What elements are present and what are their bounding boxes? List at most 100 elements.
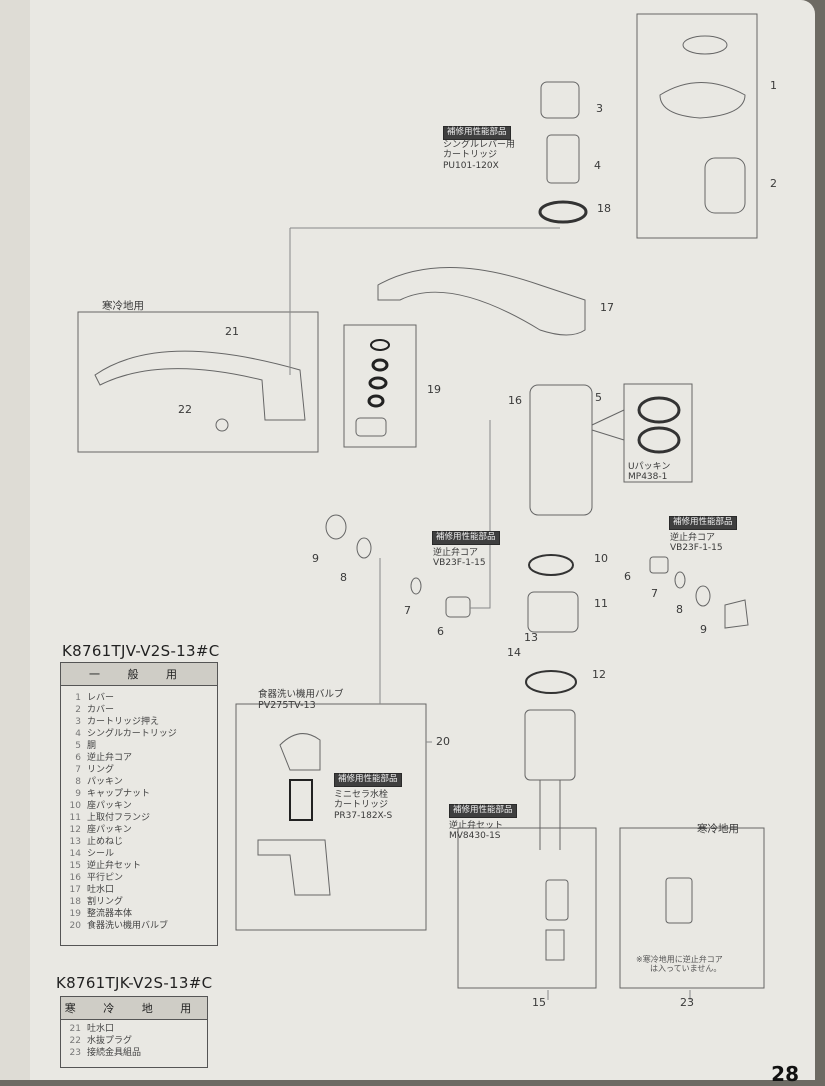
table-row: 2 カバー xyxy=(61,704,217,716)
callout: 10 xyxy=(594,552,608,565)
part-number: 3 xyxy=(75,717,81,727)
part-number: 8 xyxy=(75,777,81,787)
caption-line: シングルレバー用 xyxy=(443,140,516,150)
no-check-core-note: ※寒冷地用に逆止弁コア は入っていません。 xyxy=(636,955,723,973)
part-name: シール xyxy=(87,849,115,859)
caption-line: PU101-120X xyxy=(443,160,499,171)
repair-part-tag: 補修用性能部品 xyxy=(334,773,402,787)
callout: 16 xyxy=(508,394,522,407)
drain-plug-drawing xyxy=(215,418,229,432)
part-number: 2 xyxy=(75,705,81,715)
caption-line: は入っていません。 xyxy=(650,964,722,974)
u-packing-box xyxy=(623,383,693,483)
dishwasher-valve-box xyxy=(235,703,427,931)
u-packing-caption: Uパッキン MP438-1 xyxy=(628,462,670,483)
part-number: 1 xyxy=(75,693,81,703)
dishwasher-valve-caption: 食器洗い機用バルブ PV275TV-13 xyxy=(258,689,344,712)
check-core-left-caption: 逆止弁コア VB23F-1-15 xyxy=(433,548,486,569)
caption-line: VB23F-1-15 xyxy=(433,558,486,569)
callout: 8 xyxy=(340,571,347,584)
part-name: 吐水口 xyxy=(87,885,115,895)
part-number: 17 xyxy=(69,885,81,895)
callout: 7 xyxy=(404,604,411,617)
part-name: 逆止弁セット xyxy=(87,861,142,871)
callout: 1 xyxy=(770,79,777,92)
cartridge-press-drawing xyxy=(540,81,580,119)
model-code-jv: K8761TJV-V2S-13#C xyxy=(62,642,220,660)
caption-line: カートリッジ xyxy=(443,150,498,161)
part-name: 食器洗い機用バルブ xyxy=(87,921,169,931)
check-valve-set-caption: 逆止弁セット MV8430-1S xyxy=(449,821,503,842)
part-name: リング xyxy=(87,765,115,775)
cold-region-left-label: 寒冷地用 xyxy=(102,300,144,312)
caption-line: ※寒冷地用に逆止弁コア xyxy=(636,955,723,964)
caption-line: VB23F-1-15 xyxy=(670,543,723,554)
caption-line: ミニセラ水栓 xyxy=(334,790,389,800)
callout: 19 xyxy=(427,383,441,396)
part-name: 平行ピン xyxy=(87,873,124,883)
part-number: 20 xyxy=(69,921,81,931)
part-name: 座パッキン xyxy=(87,801,132,811)
callout: 21 xyxy=(225,325,239,338)
part-number: 18 xyxy=(69,897,81,907)
model-code-jk: K8761TJK-V2S-13#C xyxy=(56,974,213,992)
part-number: 10 xyxy=(69,801,81,811)
callout: 22 xyxy=(178,403,192,416)
table-row: 7 リング xyxy=(61,764,217,776)
cold-spout-drawing xyxy=(94,350,306,421)
callout: 7 xyxy=(651,587,658,600)
spout-drawing xyxy=(377,267,586,336)
callout: 6 xyxy=(437,625,444,638)
mini-cartridge-caption: ミニセラ水栓 カートリッジ PR37-182X-S xyxy=(334,790,392,821)
lever-cover-inset xyxy=(636,13,758,239)
table-row: 3 カートリッジ押え xyxy=(61,716,217,728)
callout: 9 xyxy=(312,552,319,565)
cartridge-drawing xyxy=(546,134,580,184)
part-name: パッキン xyxy=(87,777,123,787)
cold-region-joint-box xyxy=(619,827,765,989)
part-name: カバー xyxy=(87,705,115,715)
table-row: 8 パッキン xyxy=(61,776,217,788)
lever-drawing xyxy=(682,35,728,55)
part-number: 7 xyxy=(75,765,81,775)
part-name: 水抜プラグ xyxy=(87,1036,133,1046)
part-name: シングルカートリッジ xyxy=(87,729,177,739)
part-number: 11 xyxy=(69,813,81,823)
split-ring-drawing xyxy=(538,200,588,224)
callout: 20 xyxy=(436,735,450,748)
part-name: 接続金具組品 xyxy=(87,1048,142,1058)
table-header: 寒 冷 地 用 xyxy=(61,997,207,1020)
callout: 4 xyxy=(594,159,601,172)
part-name: カートリッジ押え xyxy=(87,717,160,727)
callout: 3 xyxy=(596,102,603,115)
caption-line: MV8430-1S xyxy=(449,831,501,842)
caption-line: 逆止弁コア xyxy=(433,548,479,558)
part-number: 23 xyxy=(69,1048,81,1058)
repair-part-tag: 補修用性能部品 xyxy=(443,126,511,140)
callout: 14 xyxy=(507,646,521,659)
valve-body-drawing xyxy=(529,384,593,516)
check-valve-set-box xyxy=(457,827,597,989)
table-row: 20 食器洗い機用バルブ xyxy=(61,920,217,932)
part-number: 9 xyxy=(75,789,81,799)
callout: 18 xyxy=(597,202,611,215)
callout: 23 xyxy=(680,996,694,1009)
callout: 13 xyxy=(524,631,538,644)
callout: 5 xyxy=(595,391,602,404)
part-number: 5 xyxy=(75,741,81,751)
part-number: 6 xyxy=(75,753,81,763)
table-row: 17 吐水口 xyxy=(61,884,217,896)
check-core-right-caption: 逆止弁コア VB23F-1-15 xyxy=(670,533,723,554)
